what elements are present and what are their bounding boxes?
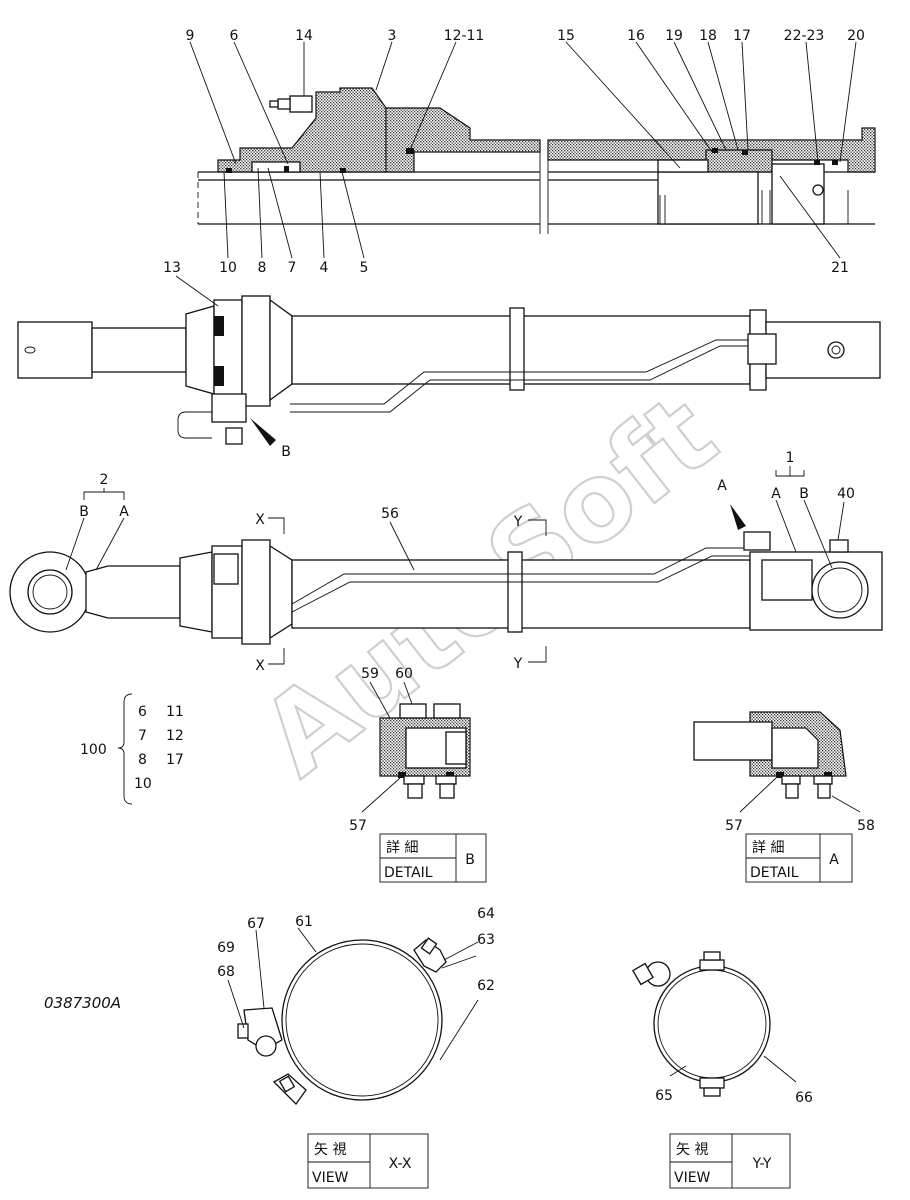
kit-part: 12 bbox=[166, 728, 184, 744]
kit-part: 10 bbox=[134, 776, 152, 792]
label-8: 8 bbox=[258, 260, 267, 276]
label-12-11: 12-11 bbox=[444, 28, 485, 44]
view-y-y: 65 66 矢 視 VIEW Y-Y bbox=[632, 951, 813, 1189]
label-15: 15 bbox=[557, 28, 575, 44]
label-59: 59 bbox=[361, 666, 379, 682]
label-56: 56 bbox=[381, 506, 399, 522]
detail-a-jp: 詳 細 bbox=[752, 840, 784, 856]
view-yy-letter: Y-Y bbox=[752, 1156, 772, 1172]
label-1-a: A bbox=[771, 486, 781, 502]
label-arrow-b: B bbox=[281, 444, 291, 460]
view-xx-jp: 矢 視 bbox=[314, 1142, 346, 1158]
seal-kit-list: 100 6 11 7 12 8 17 10 bbox=[80, 693, 184, 805]
label-5: 5 bbox=[360, 260, 369, 276]
front-view: 2 B A 1 A B 40 56 A X X Y Y bbox=[9, 450, 883, 674]
label-1: 1 bbox=[786, 450, 795, 466]
label-arrow-a: A bbox=[717, 478, 727, 494]
label-10: 10 bbox=[219, 260, 237, 276]
detail-b-jp: 詳 細 bbox=[386, 840, 418, 856]
drawing-code: 0387300A bbox=[44, 994, 121, 1012]
label-67: 67 bbox=[247, 916, 265, 932]
label-19: 19 bbox=[665, 28, 683, 44]
kit-part: 8 bbox=[138, 752, 147, 768]
label-64: 64 bbox=[477, 906, 495, 922]
label-2-a: A bbox=[119, 504, 129, 520]
view-xx-letter: X-X bbox=[389, 1156, 412, 1172]
kit-part: 11 bbox=[166, 704, 184, 720]
label-2: 2 bbox=[100, 472, 109, 488]
side-view: 13 B bbox=[17, 260, 881, 460]
detail-a-letter: A bbox=[829, 852, 839, 868]
label-60: 60 bbox=[395, 666, 413, 682]
detail-b: 59 60 57 詳 細 DETAIL B bbox=[349, 666, 487, 883]
detail-a-en: DETAIL bbox=[750, 865, 799, 881]
label-13: 13 bbox=[163, 260, 181, 276]
label-58: 58 bbox=[857, 818, 875, 834]
label-18: 18 bbox=[699, 28, 717, 44]
label-7: 7 bbox=[288, 260, 297, 276]
label-17: 17 bbox=[733, 28, 751, 44]
kit-part: 6 bbox=[138, 704, 147, 720]
view-yy-jp: 矢 視 bbox=[676, 1142, 708, 1158]
label-section-x-bot: X bbox=[255, 658, 265, 674]
label-65: 65 bbox=[655, 1088, 673, 1104]
label-2-b: B bbox=[79, 504, 89, 520]
label-40: 40 bbox=[837, 486, 855, 502]
view-yy-en: VIEW bbox=[674, 1170, 711, 1186]
label-6: 6 bbox=[230, 28, 239, 44]
label-3: 3 bbox=[388, 28, 397, 44]
label-22-23: 22-23 bbox=[784, 28, 825, 44]
view-xx-en: VIEW bbox=[312, 1170, 349, 1186]
kit-number: 100 bbox=[80, 742, 107, 758]
label-63: 63 bbox=[477, 932, 495, 948]
label-20: 20 bbox=[847, 28, 865, 44]
detail-b-en: DETAIL bbox=[384, 865, 433, 881]
section-view: 9 6 14 3 12-11 15 16 19 18 17 22-23 20 1… bbox=[186, 28, 876, 276]
label-69: 69 bbox=[217, 940, 235, 956]
label-21: 21 bbox=[831, 260, 849, 276]
label-62: 62 bbox=[477, 978, 495, 994]
label-9: 9 bbox=[186, 28, 195, 44]
label-57: 57 bbox=[349, 818, 367, 834]
label-61: 61 bbox=[295, 914, 313, 930]
view-x-x: 67 61 64 63 69 68 62 矢 視 VIEW X-X bbox=[217, 906, 495, 1189]
label-66: 66 bbox=[795, 1090, 813, 1106]
label-14: 14 bbox=[295, 28, 313, 44]
detail-a: 57 58 詳 細 DETAIL A bbox=[693, 711, 875, 883]
label-68: 68 bbox=[217, 964, 235, 980]
label-section-y-top: Y bbox=[513, 514, 523, 530]
label-4: 4 bbox=[320, 260, 329, 276]
label-16: 16 bbox=[627, 28, 645, 44]
label-section-y-bot: Y bbox=[513, 656, 523, 672]
kit-part: 17 bbox=[166, 752, 184, 768]
detail-b-letter: B bbox=[465, 852, 475, 868]
label-section-x-top: X bbox=[255, 512, 265, 528]
label-1-b: B bbox=[799, 486, 809, 502]
label-57-a: 57 bbox=[725, 818, 743, 834]
kit-part: 7 bbox=[138, 728, 147, 744]
